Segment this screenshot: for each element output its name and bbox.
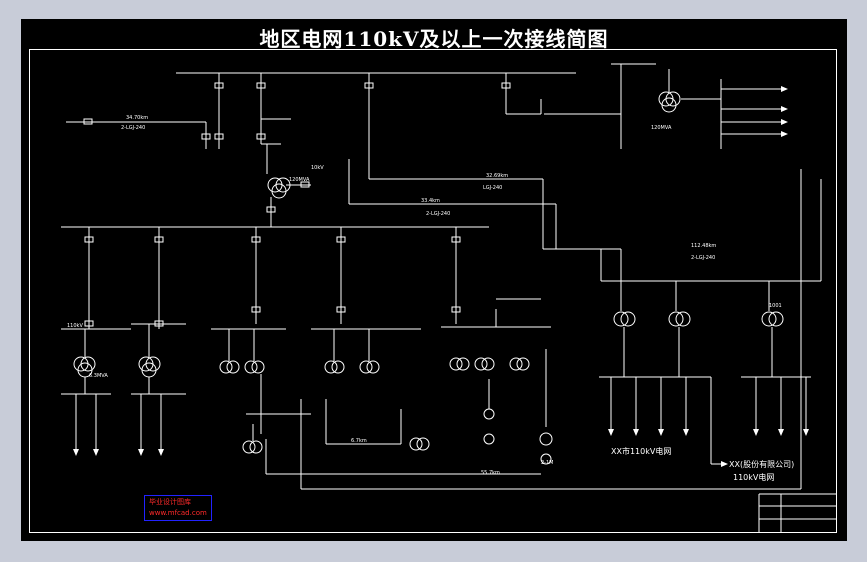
xx-grid-label: XX市110kV电网: [611, 446, 671, 456]
line-length-label-2: 33.4km: [421, 198, 440, 204]
conductor-label-4: 2-LGJ-240: [691, 255, 715, 261]
bus-voltage-label-2: 110kV: [67, 323, 83, 329]
stamp-line-2: www.mfcad.com: [149, 509, 207, 517]
line-length-label-4: 55.7km: [481, 470, 500, 476]
line-length-label-3: 32.69km: [486, 173, 508, 179]
company-label-2: 110kV电网: [733, 472, 774, 482]
watermark-stamp: 毕业设计图库 www.mfcad.com: [144, 495, 212, 521]
transformer-rating-label-2: 120MVA: [651, 125, 672, 131]
line-length-label: 34.70km: [126, 115, 148, 121]
circuit-breaker-label: 1001: [769, 303, 782, 309]
conductor-label-2: 2-LGJ-240: [426, 211, 450, 217]
company-label-1: XX(股份有限公司): [729, 459, 794, 469]
stamp-line-1: 毕业设计图库: [149, 498, 191, 506]
transformer-small-label: 6.3MVA: [89, 373, 108, 379]
conductor-label-3: LGJ-240: [483, 185, 502, 191]
conductor-label: 2-LGJ-240: [121, 125, 145, 131]
line-length-label-5: 6.7km: [351, 438, 367, 444]
line-distance-label: 112.48km: [691, 243, 716, 249]
bus-voltage-label: 10kV: [311, 165, 324, 171]
drawing-frame: [29, 49, 837, 533]
generator-label: 2-1M: [541, 460, 553, 466]
drawing-title: 地区电网110kV及以上一次接线简图: [259, 27, 609, 51]
drawing-canvas: 地区电网110kV及以上一次接线简图: [21, 19, 847, 541]
transformer-rating-label: 120MVA: [289, 177, 310, 183]
single-line-diagram: 34.70km 2-LGJ-240 120MVA 10kV 33.4km 2-L…: [61, 63, 837, 532]
